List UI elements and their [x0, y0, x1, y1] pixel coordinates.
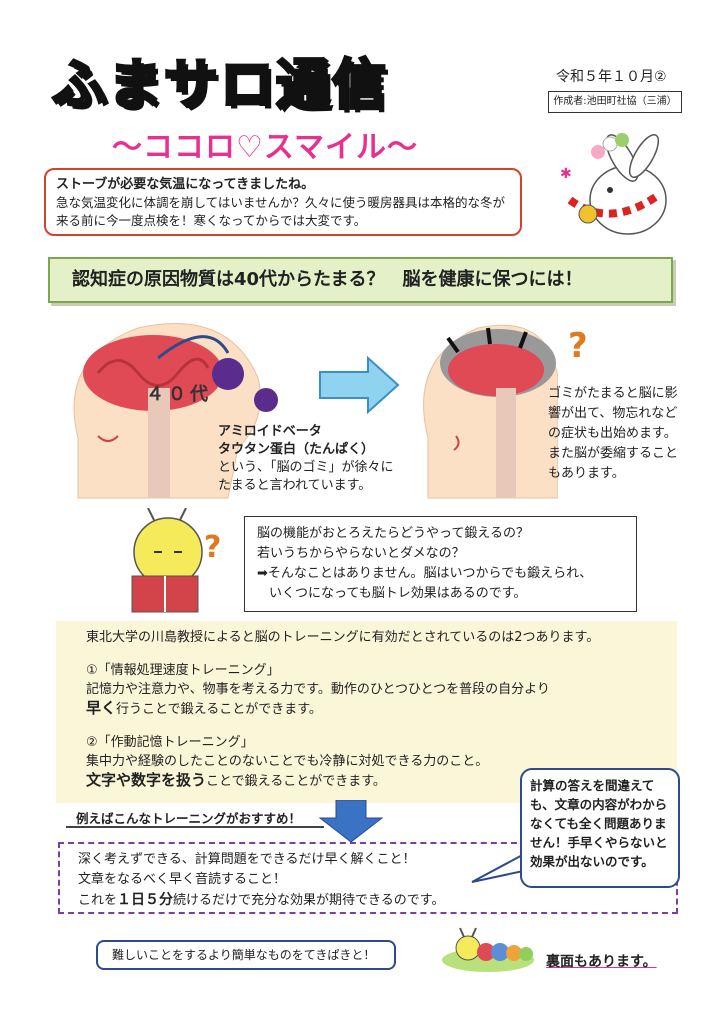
section-banner: 認知症の原因物質は40代からたまる？ 脳を健康に保つには！ [48, 257, 673, 303]
reading-bug-illustration [131, 508, 203, 613]
amyloid-line4: たまると言われています。 [218, 478, 372, 493]
author-box: 作成者:池田町社協（三浦） [548, 91, 682, 113]
question-mark-icon: ? [568, 326, 588, 366]
brain-40s-illustration [73, 323, 278, 499]
gomi-text: ゴミがたまると脳に影響が出て、物忘れなどの症状も出始めます。また脳が委縮すること… [548, 386, 679, 481]
age-label: ４０代 [146, 384, 212, 405]
svg-text:✱: ✱ [560, 166, 572, 182]
amyloid-line2: タウタン蛋白（たんぱく） [218, 442, 375, 457]
answer-line2: いくつになっても脳トレ効果はあるのです。 [269, 586, 527, 601]
question-line1: 脳の機能がおとろえたらどうやって鍛えるの？ [257, 526, 529, 541]
callout-tail [471, 851, 529, 883]
back-side-note: 裏面もあります。 [546, 954, 657, 970]
callout-box: 計算の答えを間違えても、文章の内容がわからなくても全く問題ありません！手早くやら… [520, 768, 680, 888]
training1-desc: 記憶力や注意力や、物事を考える力です。動作のひとつひとつを普段の自分より [86, 682, 550, 697]
subtitle: 〜ココロ♡スマイル〜 [112, 130, 418, 165]
training-section: 東北大学の川島教授によると脳のトレーニングに有効だとされているのは2つあります。… [86, 628, 671, 791]
example-line3-bold: １日５分 [117, 892, 174, 908]
amyloid-line3: という、「脳のゴミ」が徐々に [218, 460, 394, 475]
training2-title: ②「作動記憶トレーニング」 [86, 735, 254, 750]
training2-desc: 集中力や経験のしたことのないことでも冷静に対処できる力のこと。 [86, 754, 489, 769]
answer-line1: ➡そんなことはありません。脳はいつからでも鍛えられ、 [257, 566, 593, 581]
heading-underline [66, 826, 324, 828]
training2-rest: ことで鍛えることができます。 [206, 774, 386, 789]
brain-shrunk-illustration [423, 324, 558, 499]
page-title: ふまサロ通信 [51, 52, 388, 118]
rabbit-illustration: ✱ [560, 133, 667, 235]
issue-date: 令和５年１０月② [556, 69, 667, 85]
question-box: 脳の機能がおとろえたらどうやって鍛えるの？ 若いうちからやらないとダメなの？ ➡… [244, 516, 637, 612]
example-line3a: これを [78, 893, 118, 908]
amyloid-text: アミロイドベータ タウタン蛋白（たんぱく） という、「脳のゴミ」が徐々に たまる… [218, 423, 394, 495]
example-line3b: 続けるだけで充分な効果が期待できるのです。 [173, 893, 445, 908]
training1-bold: 早く [86, 699, 117, 717]
example-line1: 深く考えずできる、計算問題をできるだけ早く解くこと！ [78, 852, 416, 867]
training2-bold: 文字や数字を扱う [86, 771, 207, 789]
intro-heading: ストーブが必要な気温になってきましたね。 [56, 177, 315, 192]
down-arrow-icon [318, 800, 384, 843]
right-arrow-icon [319, 356, 400, 414]
footer-note: 難しいことをするより簡単なものをてきぱきと！ [96, 940, 396, 970]
title-shadow: ふまサロ通信 [56, 57, 392, 120]
training1-title: ①「情報処理速度トレーニング」 [86, 663, 280, 678]
example-heading: 例えばこんなトレーニングがおすすめ！ [76, 811, 302, 826]
amyloid-line1: アミロイドベータ [218, 424, 322, 439]
question-line2: 若いうちからやらないとダメなの？ [257, 546, 465, 561]
training1-rest: 行うことで鍛えることができます。 [116, 702, 322, 717]
example-line2: 文章をなるべく早く音読すること！ [78, 872, 287, 887]
question-mark-icon-2: ? [204, 530, 222, 565]
intro-box: ストーブが必要な気温になってきましたね。 急な気温変化に体調を崩してはいませんか… [44, 168, 522, 236]
example-box: 深く考えずできる、計算問題をできるだけ早く解くこと！ 文章をなるべく早く音読する… [58, 842, 678, 914]
caterpillar-illustration [442, 927, 534, 972]
intro-body: 急な気温変化に体調を崩してはいませんか？久々に使う暖房器具は本格的な冬が来る前に… [56, 195, 506, 228]
training-lead: 東北大学の川島教授によると脳のトレーニングに有効だとされているのは2つあります。 [86, 630, 600, 645]
